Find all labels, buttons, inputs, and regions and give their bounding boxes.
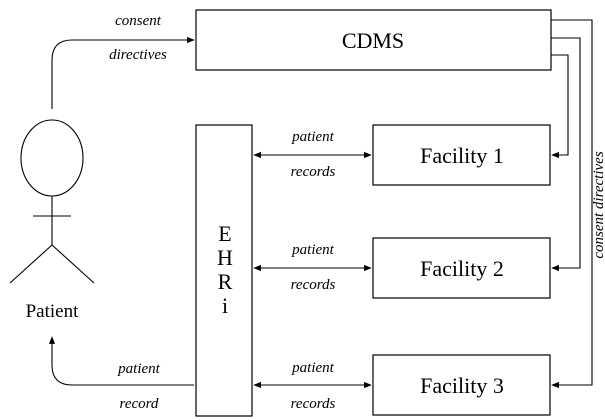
records-3-bottom-label: records xyxy=(291,396,336,412)
patient-record-bottom-label: record xyxy=(120,396,159,412)
facility-1-label: Facility 1 xyxy=(420,143,504,168)
consent-directive-line-1 xyxy=(551,54,569,159)
cdms-label: CDMS xyxy=(342,28,404,53)
patient-record-top-label: patient xyxy=(117,361,160,377)
consent-label-bottom: directives xyxy=(109,47,167,63)
consent-label-top: consent xyxy=(115,13,162,29)
patient-record-arrow xyxy=(48,336,194,386)
records-1-top-label: patient xyxy=(291,129,334,145)
patient-figure xyxy=(9,119,95,284)
cdms-box xyxy=(195,9,552,71)
consent-directive-line-2 xyxy=(551,37,581,272)
ehri-letter-r: R xyxy=(218,269,233,294)
facility-3-box xyxy=(372,354,551,416)
consent-directives-side-label: consent directives xyxy=(591,151,605,258)
ehri-box xyxy=(195,124,253,417)
ehri-letter-i: i xyxy=(222,293,228,318)
consent-arrow xyxy=(51,36,195,109)
facility-2-label: Facility 2 xyxy=(420,256,504,281)
records-2-bottom-label: records xyxy=(291,277,336,293)
records-3-top-label: patient xyxy=(291,360,334,376)
patient-label: Patient xyxy=(26,301,79,322)
records-2-top-label: patient xyxy=(291,242,334,258)
ehri-letter-e: E xyxy=(218,221,231,246)
facility-1-box xyxy=(372,124,551,186)
facility-2-box xyxy=(372,237,551,299)
records-1-bottom-label: records xyxy=(291,164,336,180)
ehri-letter-h: H xyxy=(217,245,233,270)
consent-directive-line-3 xyxy=(551,19,593,389)
facility-3-label: Facility 3 xyxy=(420,373,504,398)
